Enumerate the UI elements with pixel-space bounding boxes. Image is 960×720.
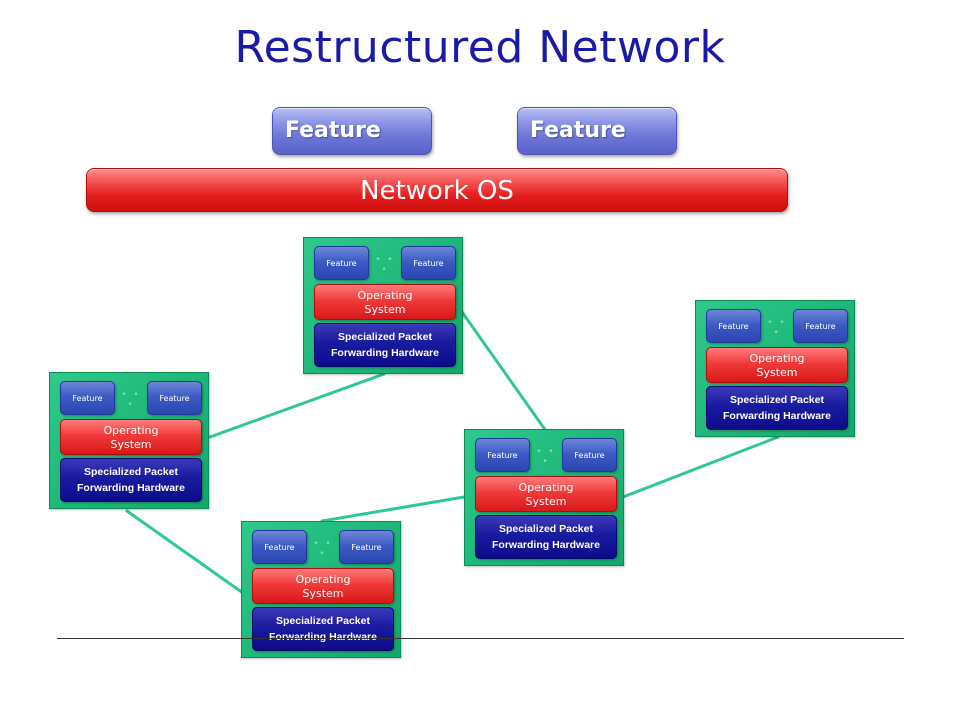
hw-label-line1: Specialized Packet — [730, 394, 824, 406]
hw-label-line1: Specialized Packet — [338, 331, 432, 343]
switch-node-right: Feature • • • Feature Operating System S… — [695, 300, 855, 437]
node-feature-box: Feature — [60, 381, 115, 415]
node-feature-box: Feature — [147, 381, 202, 415]
top-feature-box-1: Feature — [272, 107, 432, 155]
page-title: Restructured Network — [234, 22, 726, 73]
hw-label-line2: Forwarding Hardware — [492, 539, 600, 551]
os-label-line2: System — [302, 587, 344, 600]
ellipsis-dots: • • • — [536, 447, 556, 467]
node-feature-box: Feature — [793, 309, 848, 343]
switch-node-top: Feature • • • Feature Operating System S… — [303, 237, 463, 374]
ellipsis-dots: • • • — [313, 539, 333, 559]
ellipsis-dots: • • • — [767, 318, 787, 338]
os-label-line1: Operating — [518, 481, 574, 494]
hw-label-line1: Specialized Packet — [84, 466, 178, 478]
hw-label-line1: Specialized Packet — [276, 615, 370, 627]
os-label-line2: System — [525, 495, 567, 508]
os-label-line1: Operating — [749, 352, 805, 365]
node-feature-box: Feature — [475, 438, 530, 472]
hw-label-line2: Forwarding Hardware — [77, 482, 185, 494]
ellipsis-dots: • • • — [375, 255, 395, 275]
node-feature-box: Feature — [706, 309, 761, 343]
switch-node-bottom: Feature • • • Feature Operating System S… — [241, 521, 401, 658]
link-bottom-to-center — [320, 495, 466, 523]
link-left-to-bottom — [125, 509, 245, 595]
operating-system-box: Operating System — [706, 347, 848, 383]
switch-node-left: Feature • • • Feature Operating System S… — [49, 372, 209, 509]
node-feature-box: Feature — [314, 246, 369, 280]
top-feature-box-2: Feature — [517, 107, 677, 155]
hw-label-line1: Specialized Packet — [499, 523, 593, 535]
node-feature-box: Feature — [401, 246, 456, 280]
forwarding-hardware-box: Specialized Packet Forwarding Hardware — [252, 607, 394, 651]
forwarding-hardware-box: Specialized Packet Forwarding Hardware — [475, 515, 617, 559]
ellipsis-dots: • • • — [121, 390, 141, 410]
hw-label-line2: Forwarding Hardware — [331, 347, 439, 359]
forwarding-hardware-box: Specialized Packet Forwarding Hardware — [706, 386, 848, 430]
hw-label-line2: Forwarding Hardware — [723, 410, 831, 422]
os-label-line2: System — [364, 303, 406, 316]
os-label-line2: System — [110, 438, 152, 451]
operating-system-box: Operating System — [314, 284, 456, 320]
node-feature-box: Feature — [562, 438, 617, 472]
os-label-line2: System — [756, 366, 798, 379]
forwarding-hardware-box: Specialized Packet Forwarding Hardware — [60, 458, 202, 502]
operating-system-box: Operating System — [60, 419, 202, 455]
operating-system-box: Operating System — [252, 568, 394, 604]
switch-node-center: Feature • • • Feature Operating System S… — [464, 429, 624, 566]
os-label-line1: Operating — [357, 289, 413, 302]
link-center-to-right — [621, 435, 780, 499]
forwarding-hardware-box: Specialized Packet Forwarding Hardware — [314, 323, 456, 367]
hw-label-line2: Forwarding Hardware — [269, 631, 377, 643]
node-feature-box: Feature — [339, 530, 394, 564]
os-label-line1: Operating — [295, 573, 351, 586]
link-top-to-center — [460, 310, 548, 433]
node-feature-box: Feature — [252, 530, 307, 564]
os-label-line1: Operating — [103, 424, 159, 437]
footer-divider — [57, 638, 904, 639]
network-os-bar: Network OS — [86, 168, 788, 212]
link-left-to-top — [208, 372, 386, 439]
operating-system-box: Operating System — [475, 476, 617, 512]
